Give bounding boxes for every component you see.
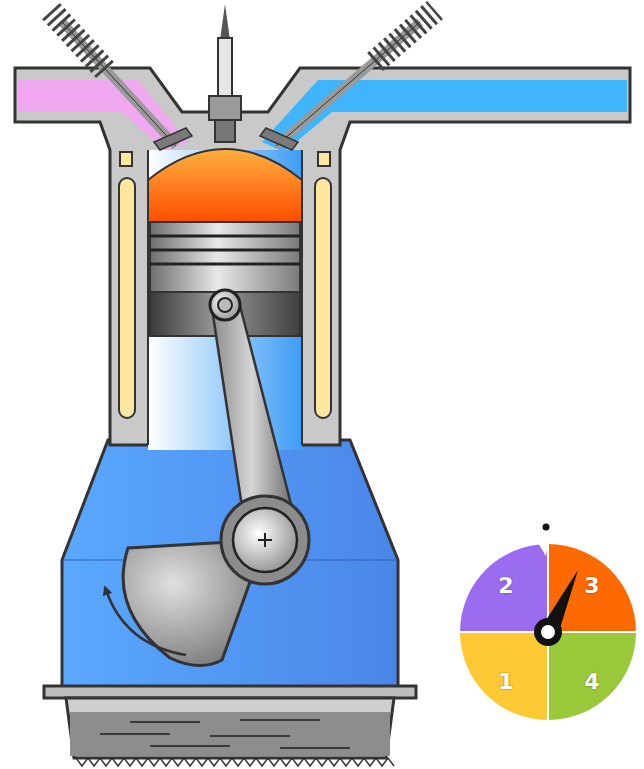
stroke-number: 1	[498, 671, 513, 693]
stroke-number: 3	[584, 575, 599, 597]
stroke-number: 4	[584, 671, 599, 693]
stroke-number: 2	[498, 575, 513, 597]
stroke-dial	[460, 524, 636, 721]
